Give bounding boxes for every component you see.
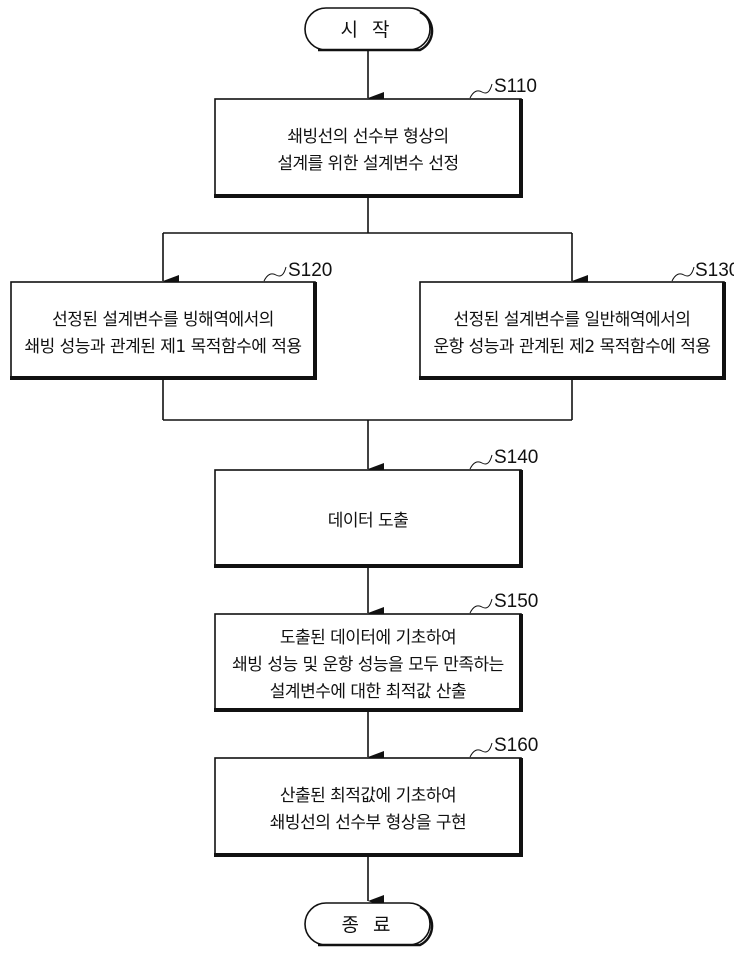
start-terminal: 시 작 bbox=[304, 7, 434, 52]
step-text-line: 선정된 설계변수를 일반해역에서의 bbox=[454, 310, 691, 330]
step-id: S110 bbox=[494, 76, 537, 97]
step-text-line: 산출된 최적값에 기초하여 bbox=[280, 786, 456, 806]
step-text-line: 도출된 데이터에 기초하여 bbox=[280, 628, 456, 648]
step-text-line: 쇄빙선의 선수부 형상을 구현 bbox=[270, 813, 466, 833]
leader-line bbox=[671, 266, 695, 282]
step-s130: S130 선정된 설계변수를 일반해역에서의 운항 성능과 관계된 제2 목적함… bbox=[419, 260, 734, 380]
leader-line bbox=[263, 266, 287, 282]
end-terminal: 종 료 bbox=[304, 902, 434, 947]
step-id: S130 bbox=[695, 260, 734, 281]
leader-line bbox=[469, 454, 493, 470]
step-text-line: 선정된 설계변수를 빙해역에서의 bbox=[52, 310, 274, 330]
end-label: 종 료 bbox=[342, 914, 395, 936]
step-text-line: 설계를 위한 설계변수 선정 bbox=[277, 154, 458, 174]
step-s140: S140 데이터 도출 bbox=[214, 447, 538, 568]
leader-line bbox=[469, 742, 493, 758]
step-text-line: 쇄빙 성능 및 운항 성능을 모두 만족하는 bbox=[232, 655, 504, 675]
step-s160: S160 산출된 최적값에 기초하여 쇄빙선의 선수부 형상을 구현 bbox=[214, 735, 538, 857]
step-s150: S150 도출된 데이터에 기초하여 쇄빙 성능 및 운항 성능을 모두 만족하… bbox=[214, 591, 538, 712]
step-id: S120 bbox=[288, 260, 332, 281]
step-id: S160 bbox=[494, 735, 538, 756]
edge-s110-branch bbox=[162, 197, 588, 287]
step-text-line: 쇄빙 성능과 관계된 제1 목적함수에 적용 bbox=[24, 337, 301, 357]
step-text-line: 데이터 도출 bbox=[328, 511, 409, 531]
edge-merge-s140 bbox=[162, 379, 573, 475]
step-text-line: 설계변수에 대한 최적값 산출 bbox=[270, 682, 466, 702]
start-label: 시 작 bbox=[341, 19, 394, 41]
step-text-line: 운항 성능과 관계된 제2 목적함수에 적용 bbox=[433, 337, 710, 357]
step-s110: S110 쇄빙선의 선수부 형상의 설계를 위한 설계변수 선정 bbox=[214, 76, 537, 198]
leader-line bbox=[469, 598, 493, 614]
step-text-line: 쇄빙선의 선수부 형상의 bbox=[287, 127, 448, 147]
step-s120: S120 선정된 설계변수를 빙해역에서의 쇄빙 성능과 관계된 제1 목적함수… bbox=[10, 260, 332, 380]
step-id: S140 bbox=[494, 447, 538, 468]
leader-line bbox=[469, 83, 493, 99]
step-id: S150 bbox=[494, 591, 538, 612]
